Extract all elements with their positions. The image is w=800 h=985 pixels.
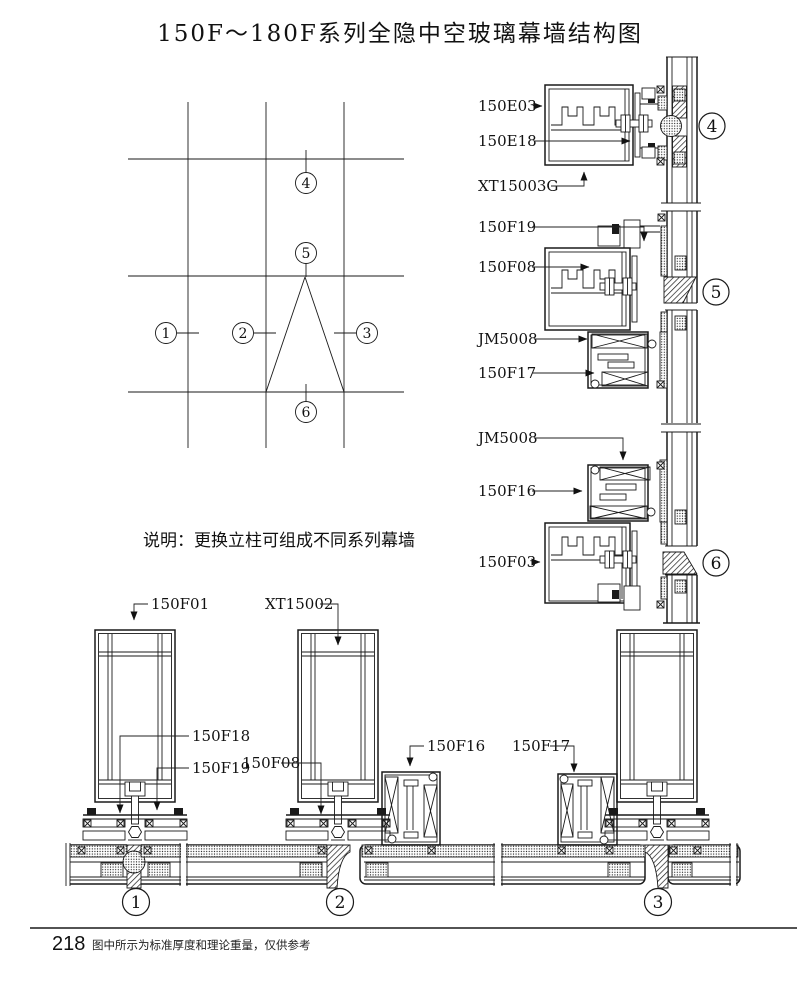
vent-sash-6 [587, 464, 656, 522]
mullion-xt15002 [286, 630, 390, 840]
svg-text:6: 6 [302, 405, 311, 421]
part-label-jm5008-a: JM5008 [476, 330, 538, 348]
part-label-150f19-b: 150F19 [192, 759, 250, 777]
detail-bubble-3: 3 [643, 887, 673, 917]
leader-jm5008-b [534, 437, 627, 461]
part-label-150f08-b: 150F08 [242, 754, 300, 772]
part-label-xt15002: XT15002 [265, 595, 333, 613]
footer: 218 图中所示为标准厚度和理论重量，仅供参考 [30, 927, 797, 955]
sealant-wedge-3 [644, 844, 669, 889]
part-label-jm5008-b: JM5008 [476, 429, 538, 447]
detail-bubble-5: 5 [702, 278, 730, 306]
part-label-150f17-b: 150F17 [512, 737, 570, 755]
leader-xt15003g [551, 171, 588, 187]
part-label-150f01: 150F01 [151, 595, 209, 613]
svg-text:4: 4 [302, 176, 311, 192]
detail-bubble-4: 4 [698, 112, 726, 140]
vertical-glass-strip [656, 56, 702, 624]
part-label-150f08: 150F08 [478, 258, 536, 276]
svg-text:4: 4 [707, 117, 718, 137]
leader-150f19 [532, 226, 648, 242]
part-label-xt15003g: XT15003G [478, 177, 558, 195]
leader-150f16-b [406, 745, 424, 767]
detail-1-section: 1 150F01 150F18 150F19 [83, 595, 250, 917]
mullion-150f01 [83, 630, 187, 840]
detail-4-section: 4 150E03 150E18 XT15003G [478, 84, 726, 195]
leader-150f19-b [153, 767, 189, 811]
schematic-bubble-2: 2 [232, 322, 254, 344]
svg-text:3: 3 [363, 326, 372, 342]
part-label-150f16-r: 150F16 [478, 482, 536, 500]
part-label-150f18: 150F18 [192, 727, 250, 745]
part-label-150f19: 150F19 [478, 218, 536, 236]
vent-sash-3 [557, 773, 618, 846]
part-label-150e18: 150E18 [478, 132, 537, 150]
leader-150f01 [130, 603, 148, 621]
detail-3-section: 3 150F17 [512, 630, 709, 917]
schematic-bubble-5: 5 [295, 242, 317, 264]
detail-bubble-6: 6 [702, 549, 730, 577]
svg-text:5: 5 [711, 283, 722, 303]
footer-note: 图中所示为标准厚度和理论重量，仅供参考 [92, 938, 311, 952]
schematic-bubble-3: 3 [356, 322, 378, 344]
schematic-bubble-4: 4 [295, 172, 317, 194]
elevation-schematic: 4 5 1 2 3 6 [128, 102, 404, 448]
page-title: 150F～180F系列全隐中空玻璃幕墙结构图 [157, 21, 643, 47]
svg-text:2: 2 [239, 326, 248, 342]
svg-text:6: 6 [711, 554, 722, 574]
sealant-wedge-2 [326, 844, 351, 889]
note-text: 说明：更换立柱可组成不同系列幕墙 [143, 531, 415, 551]
detail-5-section: 5 150F19 150F08 JM5008 150F17 [476, 218, 730, 389]
backer-rod-4 [660, 115, 682, 137]
detail-6-section: 6 JM5008 150F16 150F03 [476, 429, 730, 611]
part-label-150f03: 150F03 [478, 553, 536, 571]
schematic-bubble-1: 1 [155, 322, 177, 344]
leader-150f18 [116, 735, 189, 814]
part-label-150f16-b: 150F16 [427, 737, 485, 755]
sealant-wedge-6 [662, 551, 698, 575]
sealant-wedge-5 [663, 276, 697, 304]
detail-2-section: 2 XT15002 150F08 150F16 [242, 595, 485, 917]
svg-text:3: 3 [653, 893, 664, 913]
svg-text:1: 1 [162, 326, 171, 342]
svg-text:1: 1 [131, 893, 142, 913]
bottom-glass-band [65, 843, 741, 889]
glass-seg-c2 [665, 432, 698, 547]
vent-sash-2 [381, 771, 441, 846]
leader-xt15002 [320, 603, 342, 646]
page-number: 218 [52, 933, 85, 955]
schematic-bubble-6: 6 [295, 401, 317, 423]
part-label-150e03: 150E03 [478, 97, 537, 115]
detail-bubble-2: 2 [325, 887, 355, 917]
leader-150f08-b [281, 762, 325, 815]
open-vent-symbol [265, 276, 345, 393]
leader-150f17-b [550, 745, 578, 773]
detail-bubble-1: 1 [121, 887, 151, 917]
svg-text:2: 2 [335, 893, 346, 913]
part-label-150f17: 150F17 [478, 364, 536, 382]
vent-sash-5 [587, 331, 657, 389]
mullion-detail-3 [605, 630, 709, 840]
svg-text:5: 5 [302, 246, 311, 262]
